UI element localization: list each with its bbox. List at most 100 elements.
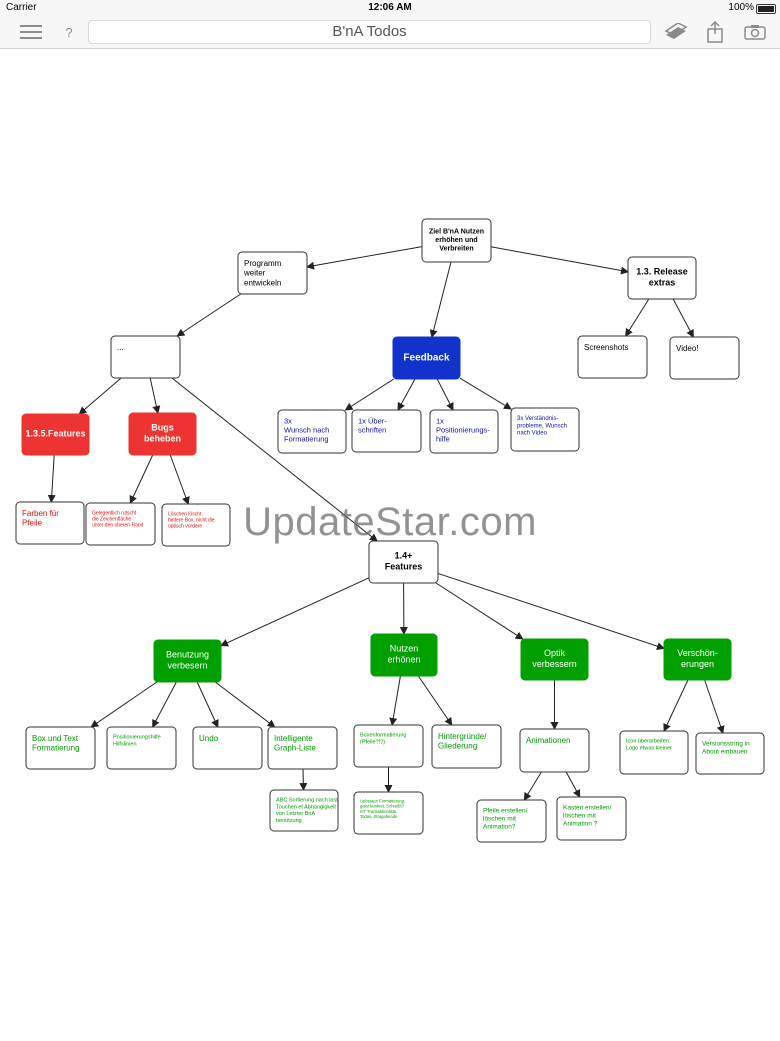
node-boxform[interactable]: Boxenformatierung(Pfeile?!?)	[353, 724, 424, 768]
edge-nutzen-boxform	[389, 675, 401, 726]
edge-anim-pfeile	[523, 771, 542, 801]
node-anim[interactable]: Animationen	[519, 728, 590, 773]
node-label-line: erhöhen und	[435, 237, 477, 244]
node-icon[interactable]: Icon überarbeiten:Logo etwas kleiner	[619, 730, 689, 775]
node-hinter[interactable]: Hintergründe/Gliederung	[431, 724, 502, 769]
node-label-line: 1.3.5.Features	[25, 429, 85, 439]
node-label-line: löschen mit	[483, 815, 516, 822]
node-label-line: Formatierung	[284, 435, 329, 444]
help-icon[interactable]: ?	[65, 24, 73, 40]
node-box	[128, 412, 197, 456]
node-undo[interactable]: Undo	[192, 726, 263, 770]
node-label-line: 3x Verständnis-	[517, 416, 558, 422]
node-label-line: Ziel B'nA Nutzen	[429, 229, 484, 236]
node-box	[192, 726, 263, 770]
edge-benutzung-graph	[214, 681, 276, 728]
edge-benutzung-undo	[196, 681, 219, 728]
edge-features14-optik	[435, 582, 524, 640]
share-icon[interactable]	[706, 20, 724, 44]
node-video[interactable]: Video!	[669, 336, 740, 380]
edge-nutzen-hinter	[417, 675, 453, 726]
document-title-field[interactable]: B'nA Todos	[88, 20, 651, 44]
carrier-label: Carrier	[6, 2, 37, 13]
node-label-line: Löschen löscht	[168, 511, 202, 517]
edge-features14-benutzung	[220, 577, 370, 647]
node-feedback[interactable]: Feedback	[392, 336, 461, 380]
node-label-line: ...	[117, 343, 124, 352]
watermark: UpdateStar.com	[243, 500, 537, 544]
node-label-line: extras	[649, 278, 676, 288]
node-label-line: Programm	[244, 259, 282, 268]
node-label-line: Formatierung	[32, 744, 80, 753]
node-features14[interactable]: 1.4+Features	[368, 540, 439, 584]
node-label-line: verbessern	[532, 659, 577, 669]
node-label-line: Benutzung	[166, 650, 209, 660]
node-label-line: Boxenformatierung	[360, 733, 406, 739]
edges-layer	[47, 246, 725, 801]
node-box	[106, 726, 177, 770]
node-label-line: weiter	[243, 269, 266, 278]
node-label-line: hilfe	[436, 435, 450, 444]
node-box	[351, 409, 422, 453]
edge-features135-farben	[47, 454, 56, 503]
edge-feedback-fb4	[459, 377, 512, 410]
edge-verschoen-version	[704, 679, 725, 734]
node-box	[370, 633, 438, 677]
node-box	[556, 796, 627, 841]
node-box	[15, 501, 85, 545]
node-label-line: ganz konkret: Schreibt?	[360, 804, 405, 809]
edge-anim-kasten	[565, 771, 581, 798]
node-verschoen[interactable]: Verschön-erungen	[663, 638, 732, 681]
node-label-line: 1.4+	[395, 551, 413, 561]
edge-release-screenshots	[625, 298, 650, 337]
node-box	[476, 799, 547, 843]
node-label-line: Box und Text	[32, 734, 79, 743]
node-uebers[interactable]: Uebstaen Formatierung,ganz konkret: Schr…	[353, 791, 424, 835]
node-box	[669, 336, 740, 380]
node-fb2[interactable]: 1x Über-schriften	[351, 409, 422, 453]
layers-icon[interactable]	[664, 20, 688, 44]
node-label-line: (Pfeile?!?)	[360, 739, 385, 745]
edge-benutzung-posh	[152, 681, 177, 728]
node-label-line: Pfeile	[22, 519, 43, 528]
node-box	[392, 336, 461, 380]
node-label-line: Animationen	[526, 736, 570, 745]
node-label-line: beheben	[144, 434, 181, 444]
node-dots[interactable]: ...	[110, 335, 181, 379]
node-label-line: Gelegentlich rutscht	[92, 510, 137, 516]
menu-icon[interactable]	[20, 20, 42, 44]
camera-icon[interactable]	[744, 20, 766, 44]
node-box	[110, 335, 181, 379]
node-box	[429, 409, 499, 454]
node-box	[663, 638, 732, 681]
node-label-line: Positionierungshilfe	[113, 735, 161, 741]
clock: 12:06 AM	[368, 2, 412, 13]
node-label-line: Logo etwas kleiner	[626, 745, 672, 751]
node-label-line: probleme, Wunsch	[517, 423, 567, 429]
edge-bugs-bug2	[169, 454, 190, 505]
node-screenshots[interactable]: Screenshots	[577, 335, 648, 379]
node-features135[interactable]: 1.3.5.Features	[21, 413, 90, 456]
node-label-line: Hintergründe/	[438, 732, 487, 741]
